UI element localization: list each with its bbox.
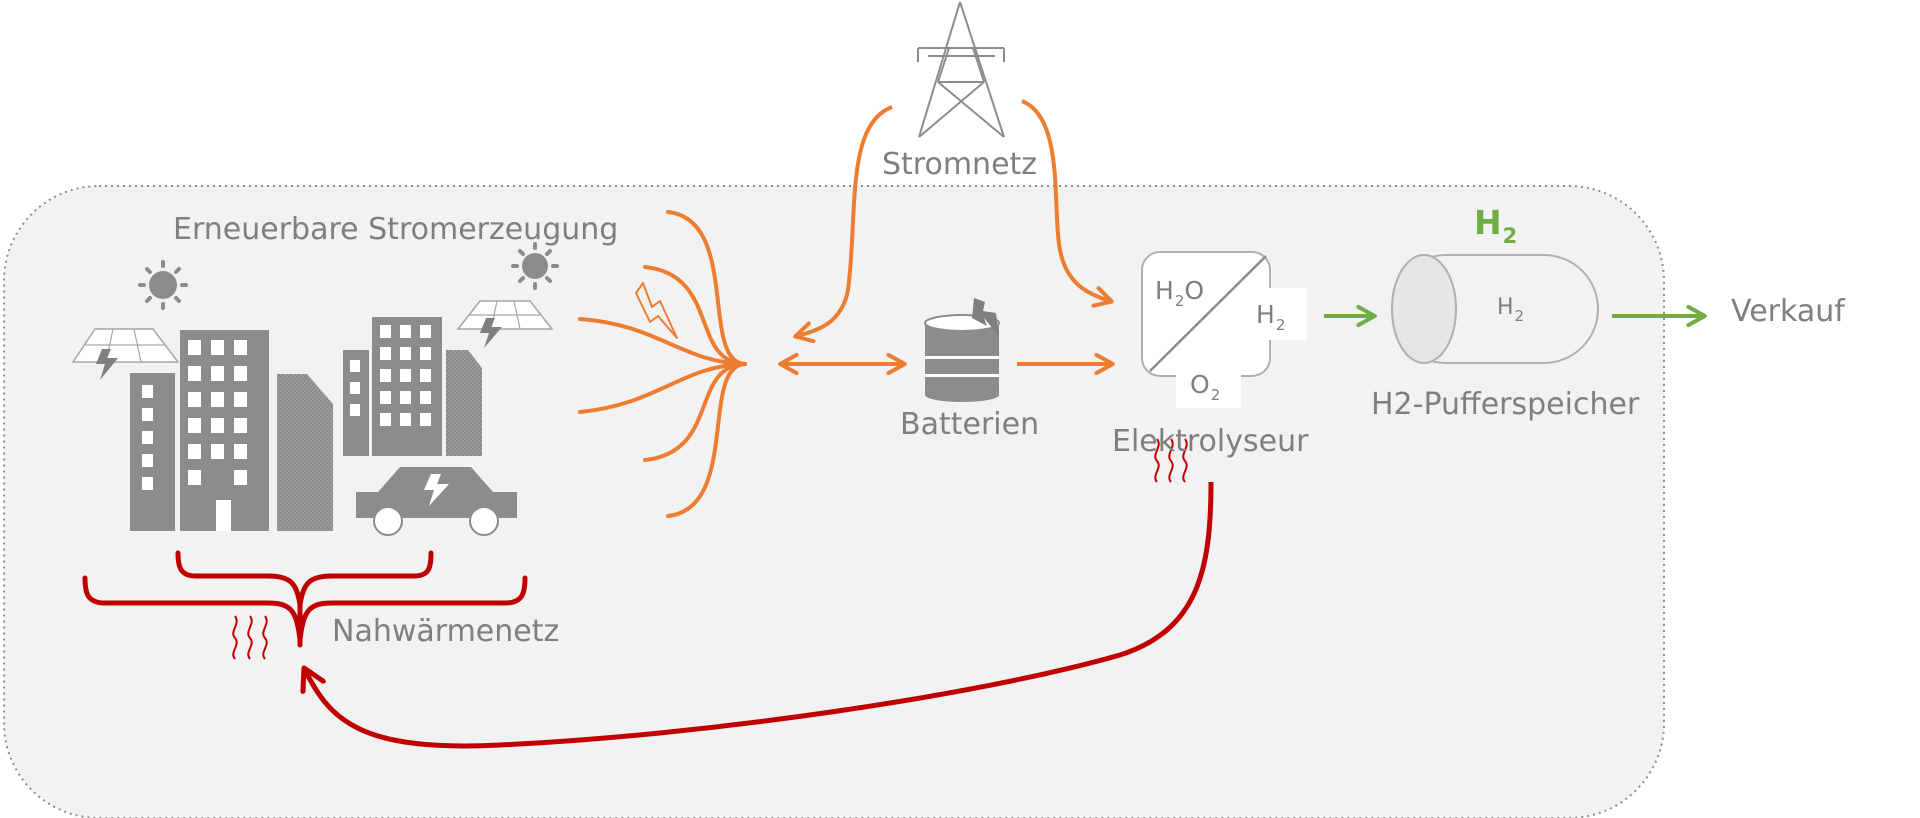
renewable-electricity-fan — [578, 210, 747, 518]
hydrogen-output-formula: H2 — [1256, 300, 1285, 333]
tank-hydrogen-formula: H2 — [1497, 295, 1524, 324]
o2-sub: 2 — [1210, 386, 1221, 404]
water-base: H — [1155, 276, 1174, 305]
electricity-spark-icon — [635, 282, 678, 339]
header-h2-base: H — [1474, 203, 1502, 242]
water-formula: H2O — [1155, 276, 1205, 309]
electrolyzer-icon — [1141, 251, 1307, 408]
heat-waves-electrolyzer-icon — [1154, 438, 1188, 483]
sun-left-icon — [138, 260, 188, 310]
water-sub: 2 — [1174, 292, 1185, 310]
power-pylon-icon — [917, 1, 1005, 138]
district-heating-brackets — [82, 550, 528, 648]
hydrogen-tank-icon — [1391, 254, 1599, 364]
water-tail: O — [1184, 276, 1205, 305]
grid-label: Stromnetz — [882, 147, 1038, 182]
batteries-label: Batterien — [900, 407, 1040, 442]
buffer-storage-label: H2-Pufferspeicher — [1371, 387, 1640, 422]
h2-sub: 2 — [1275, 316, 1286, 334]
renewables-label: Erneuerbare Stromerzeugung — [173, 212, 619, 247]
o2-base: O — [1190, 370, 1210, 399]
h2-base: H — [1256, 300, 1275, 329]
grid-to-renewables-arrow — [797, 105, 893, 336]
hydrogen-header-formula: H2 — [1474, 203, 1517, 247]
heat-waves-district-icon — [232, 615, 268, 660]
oxygen-output-formula: O2 — [1190, 370, 1220, 403]
tank-h2-sub: 2 — [1514, 307, 1525, 325]
electrolyzer-label: Elektrolyseur — [1112, 424, 1309, 459]
grid-to-electrolyzer-arrow — [1021, 99, 1110, 301]
header-h2-sub: 2 — [1502, 224, 1518, 248]
sale-label: Verkauf — [1731, 294, 1845, 329]
tank-h2-base: H — [1497, 295, 1514, 320]
electric-car-icon — [356, 467, 517, 536]
sun-right-icon — [511, 242, 559, 290]
city-buildings-icon — [130, 317, 482, 531]
district-heating-label: Nahwärmenetz — [332, 614, 560, 649]
battery-icon — [924, 298, 1000, 402]
waste-heat-return-arrow — [305, 481, 1214, 749]
solar-panel-left-icon — [71, 328, 180, 380]
solar-panel-right-icon — [456, 300, 554, 348]
